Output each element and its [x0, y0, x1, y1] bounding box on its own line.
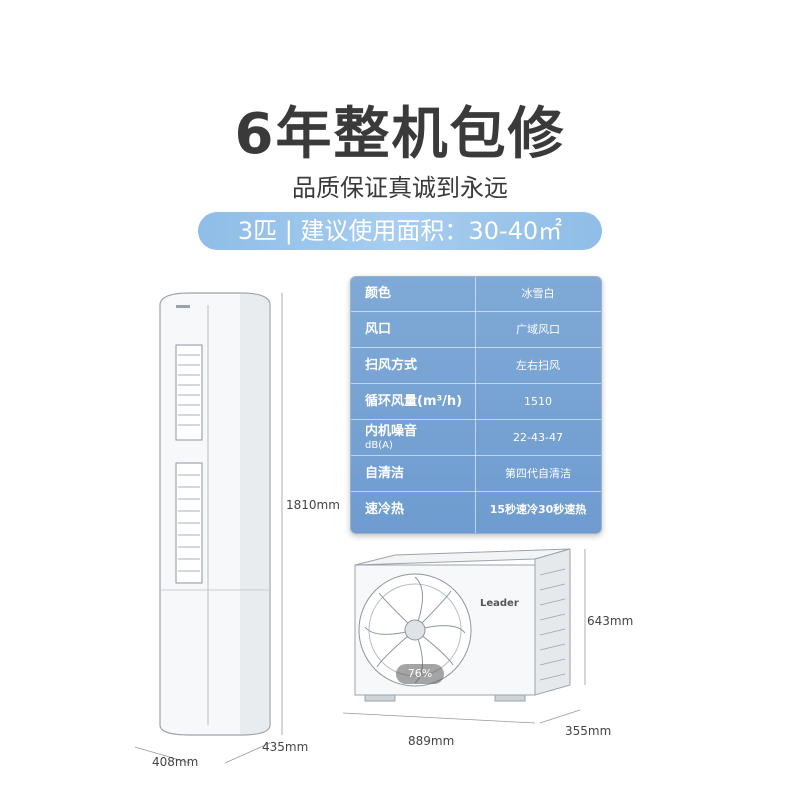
spec-label: 扫风方式 [365, 358, 418, 373]
spec-label: 颜色 [365, 286, 392, 301]
spec-label: 循环风量(m³/h) [365, 394, 463, 409]
spec-value: 1510 [524, 395, 552, 408]
outdoor-unit-illustration [342, 548, 586, 724]
brand-logo: Leader [480, 598, 519, 609]
spec-value: 冰雪白 [521, 287, 555, 300]
spec-label: 速冷热 [365, 502, 405, 517]
spec-value: 广域风口 [516, 323, 560, 336]
spec-row-quick-temp: 速冷热 15秒速冷30秒速热 [351, 493, 601, 527]
spec-value: 15秒速冷30秒速热 [489, 503, 587, 516]
indoor-width-label: 408mm [152, 755, 199, 769]
outdoor-badge: 76% [396, 664, 444, 684]
spec-label: 内机噪音 [365, 424, 418, 439]
spec-label: 风口 [365, 322, 392, 337]
indoor-logo [176, 305, 190, 308]
spec-sublabel: dB(A) [365, 440, 393, 451]
spec-label: 自清洁 [365, 466, 405, 481]
outdoor-height-label: 643mm [587, 614, 634, 628]
spec-row-outlet: 风口 广域风口 [351, 313, 601, 348]
spec-row-color: 颜色 冰雪白 [351, 277, 601, 312]
spec-value: 第四代自清洁 [505, 467, 571, 480]
outdoor-width-label: 889mm [408, 734, 455, 748]
outdoor-depth-label: 355mm [565, 724, 612, 738]
spec-row-self-clean: 自清洁 第四代自清洁 [351, 457, 601, 492]
area-pill: 3匹 | 建议使用面积：30-40㎡ [198, 212, 602, 250]
indoor-depth-label: 435mm [262, 740, 309, 754]
spec-row-noise: 内机噪音 dB(A) 22-43-47 [351, 421, 601, 456]
indoor-height-label: 1810mm [286, 498, 340, 512]
spec-value: 22-43-47 [513, 431, 563, 444]
spec-row-swing: 扫风方式 左右扫风 [351, 349, 601, 384]
spec-table: 颜色 冰雪白 风口 广域风口 扫风方式 左右扫风 循环风量(m³/h) 1510… [350, 276, 602, 534]
spec-value: 左右扫风 [516, 359, 560, 372]
subheadline: 品质保证真诚到永远 [292, 174, 508, 202]
spec-row-airflow: 循环风量(m³/h) 1510 [351, 385, 601, 420]
headline: 6年整机包修 [234, 102, 566, 167]
indoor-unit-illustration [134, 292, 283, 764]
spec-column-divider [475, 277, 476, 533]
